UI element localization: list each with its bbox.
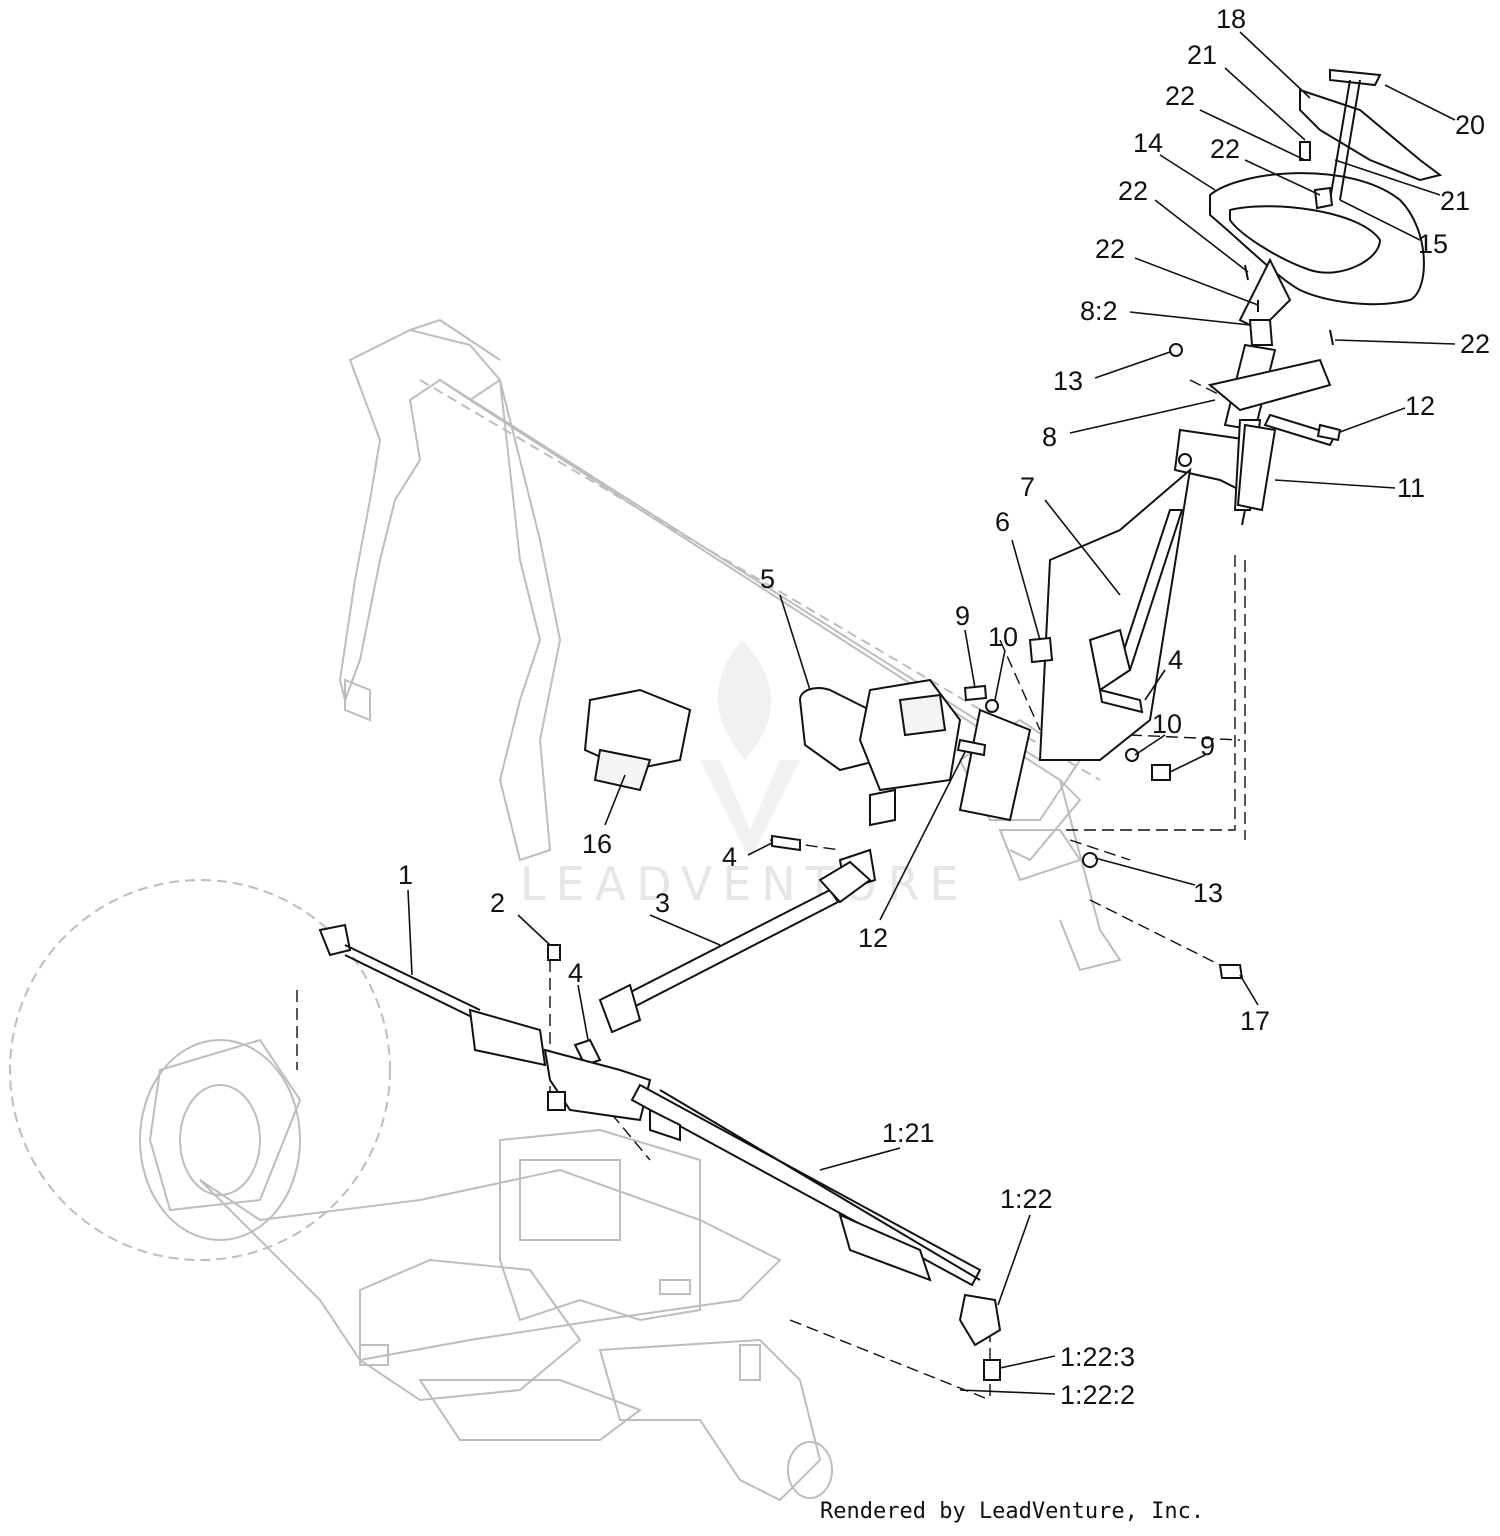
callout-20: 20 bbox=[1455, 110, 1485, 140]
callout-4: 4 bbox=[722, 842, 737, 872]
callout-1: 1 bbox=[398, 860, 413, 890]
callout-1-21: 1:21 bbox=[882, 1118, 935, 1148]
callout-22: 22 bbox=[1118, 176, 1148, 206]
callout-4: 4 bbox=[568, 958, 583, 988]
callout-18: 18 bbox=[1216, 4, 1246, 34]
callout-5: 5 bbox=[760, 564, 775, 594]
callout-17: 17 bbox=[1240, 1006, 1270, 1036]
steering-mount-bracket bbox=[956, 636, 1171, 868]
callout-8-2: 8:2 bbox=[1080, 296, 1118, 326]
leader-lines bbox=[407, 31, 1456, 1395]
callout-16: 16 bbox=[582, 829, 612, 859]
callout-3: 3 bbox=[655, 888, 670, 918]
callout-8: 8 bbox=[1042, 422, 1057, 452]
front-axle-ghost bbox=[199, 1128, 833, 1502]
render-credit: Rendered by LeadVenture, Inc. bbox=[820, 1499, 1204, 1524]
callout-7: 7 bbox=[1020, 472, 1035, 502]
callout-15: 15 bbox=[1418, 229, 1448, 259]
callout-13: 13 bbox=[1193, 878, 1223, 908]
callout-22: 22 bbox=[1460, 329, 1490, 359]
callout-10: 10 bbox=[988, 622, 1018, 652]
steering-wheel bbox=[1209, 68, 1443, 346]
callout-12: 12 bbox=[1405, 391, 1435, 421]
bolt-17 bbox=[1218, 964, 1244, 979]
callout-labels: 18 21 20 22 22 14 21 22 15 22 8:2 22 13 … bbox=[398, 4, 1490, 1410]
callout-4: 4 bbox=[1168, 645, 1183, 675]
intermediate-shaft bbox=[573, 834, 872, 1067]
gas-spring bbox=[1236, 423, 1342, 526]
callout-6: 6 bbox=[995, 507, 1010, 537]
callout-9: 9 bbox=[1200, 731, 1215, 761]
control-module bbox=[583, 688, 692, 792]
callout-14: 14 bbox=[1133, 128, 1163, 158]
callout-2: 2 bbox=[490, 888, 505, 918]
callout-9: 9 bbox=[955, 601, 970, 631]
power-steering-motor bbox=[798, 678, 962, 892]
callout-1-22-2: 1:22:2 bbox=[1060, 1380, 1135, 1410]
watermark-logo bbox=[700, 640, 800, 860]
callout-12: 12 bbox=[858, 923, 888, 953]
steering-rack bbox=[318, 923, 1002, 1381]
callout-1-22: 1:22 bbox=[1000, 1184, 1053, 1214]
callout-13: 13 bbox=[1053, 366, 1083, 396]
callout-21: 21 bbox=[1440, 186, 1470, 216]
callout-22: 22 bbox=[1210, 134, 1240, 164]
callout-22: 22 bbox=[1095, 234, 1125, 264]
callout-21: 21 bbox=[1187, 40, 1217, 70]
watermark-text: LEADVENTURE bbox=[520, 857, 969, 911]
callout-22: 22 bbox=[1165, 81, 1195, 111]
callout-10: 10 bbox=[1152, 709, 1182, 739]
callout-1-22-3: 1:22:3 bbox=[1060, 1342, 1135, 1372]
wheel-ghost bbox=[9, 879, 391, 1261]
callout-11: 11 bbox=[1397, 473, 1425, 503]
